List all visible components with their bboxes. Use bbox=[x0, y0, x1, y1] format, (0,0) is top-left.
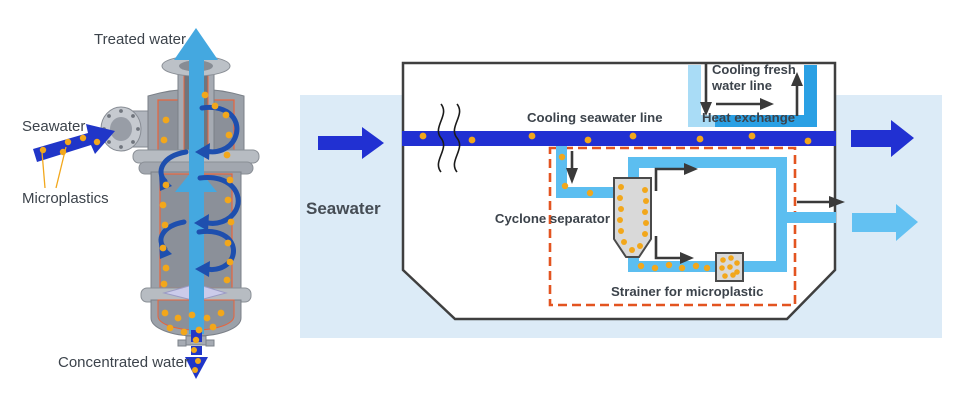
seawater-inlet-arrow bbox=[318, 127, 384, 159]
flow-direction-arrows bbox=[566, 64, 845, 264]
cyclone-separator-box bbox=[613, 177, 652, 258]
treated-water-outlet-arrow bbox=[852, 204, 918, 241]
drain-tab-left bbox=[177, 339, 187, 347]
heat-exchange-right-arrow-icon bbox=[716, 98, 774, 110]
cooling-fresh-water-line-label: Cooling fresh water line bbox=[712, 62, 796, 93]
seawater-schematic-label: Seawater bbox=[306, 199, 381, 218]
treated-water-label: Treated water bbox=[94, 31, 186, 48]
overflow-run bbox=[628, 157, 787, 168]
seawater-3d-label: Seawater bbox=[22, 118, 86, 135]
treated-water-outlet-pipe bbox=[787, 212, 836, 223]
fresh-water-bottom-run bbox=[700, 115, 817, 127]
pipe-break-symbol bbox=[437, 103, 461, 173]
underflow-elbow-arrow-icon bbox=[654, 236, 694, 264]
return-downcomer bbox=[776, 157, 787, 272]
drain-tab-right bbox=[205, 339, 215, 347]
cooling-seawater-pipe bbox=[402, 131, 836, 146]
overflow-riser bbox=[628, 166, 639, 180]
seawater-inlet-arrow-3d bbox=[33, 124, 115, 162]
fresh-water-up-arrow-icon bbox=[791, 72, 803, 116]
heat-exchange-label: Heat exchange bbox=[702, 110, 796, 125]
fresh-water-down-arrow-icon bbox=[700, 64, 712, 116]
outlet-right-arrow-icon bbox=[797, 196, 845, 208]
microplastic-unit-boundary bbox=[548, 146, 797, 307]
cyclone-separator-label: Cyclone separator bbox=[494, 211, 610, 226]
separator-feed-down-arrow-icon bbox=[566, 151, 578, 184]
fresh-water-return-riser bbox=[804, 65, 817, 127]
concentrated-water-label: Concentrated water bbox=[58, 354, 189, 371]
microplastic-dots-3d bbox=[39, 91, 235, 373]
fresh-water-supply-drop bbox=[688, 65, 715, 127]
cyclone-separator-3d bbox=[33, 28, 260, 379]
separator-feed-pipe bbox=[556, 146, 615, 198]
flange-bolts bbox=[102, 109, 140, 149]
overflow-elbow-arrow-icon bbox=[654, 163, 698, 191]
microplastics-label: Microplastics bbox=[22, 190, 109, 207]
strainer-label: Strainer for microplastic bbox=[611, 284, 764, 299]
heat-exchange-pipe bbox=[688, 65, 817, 127]
seawater-outlet-arrow bbox=[851, 120, 914, 157]
cooling-seawater-line-label: Cooling seawater line bbox=[527, 110, 663, 125]
treated-water-up-arrow bbox=[174, 28, 218, 334]
schematic-panel bbox=[300, 61, 942, 338]
microplastic-dots-schematic bbox=[419, 132, 812, 279]
